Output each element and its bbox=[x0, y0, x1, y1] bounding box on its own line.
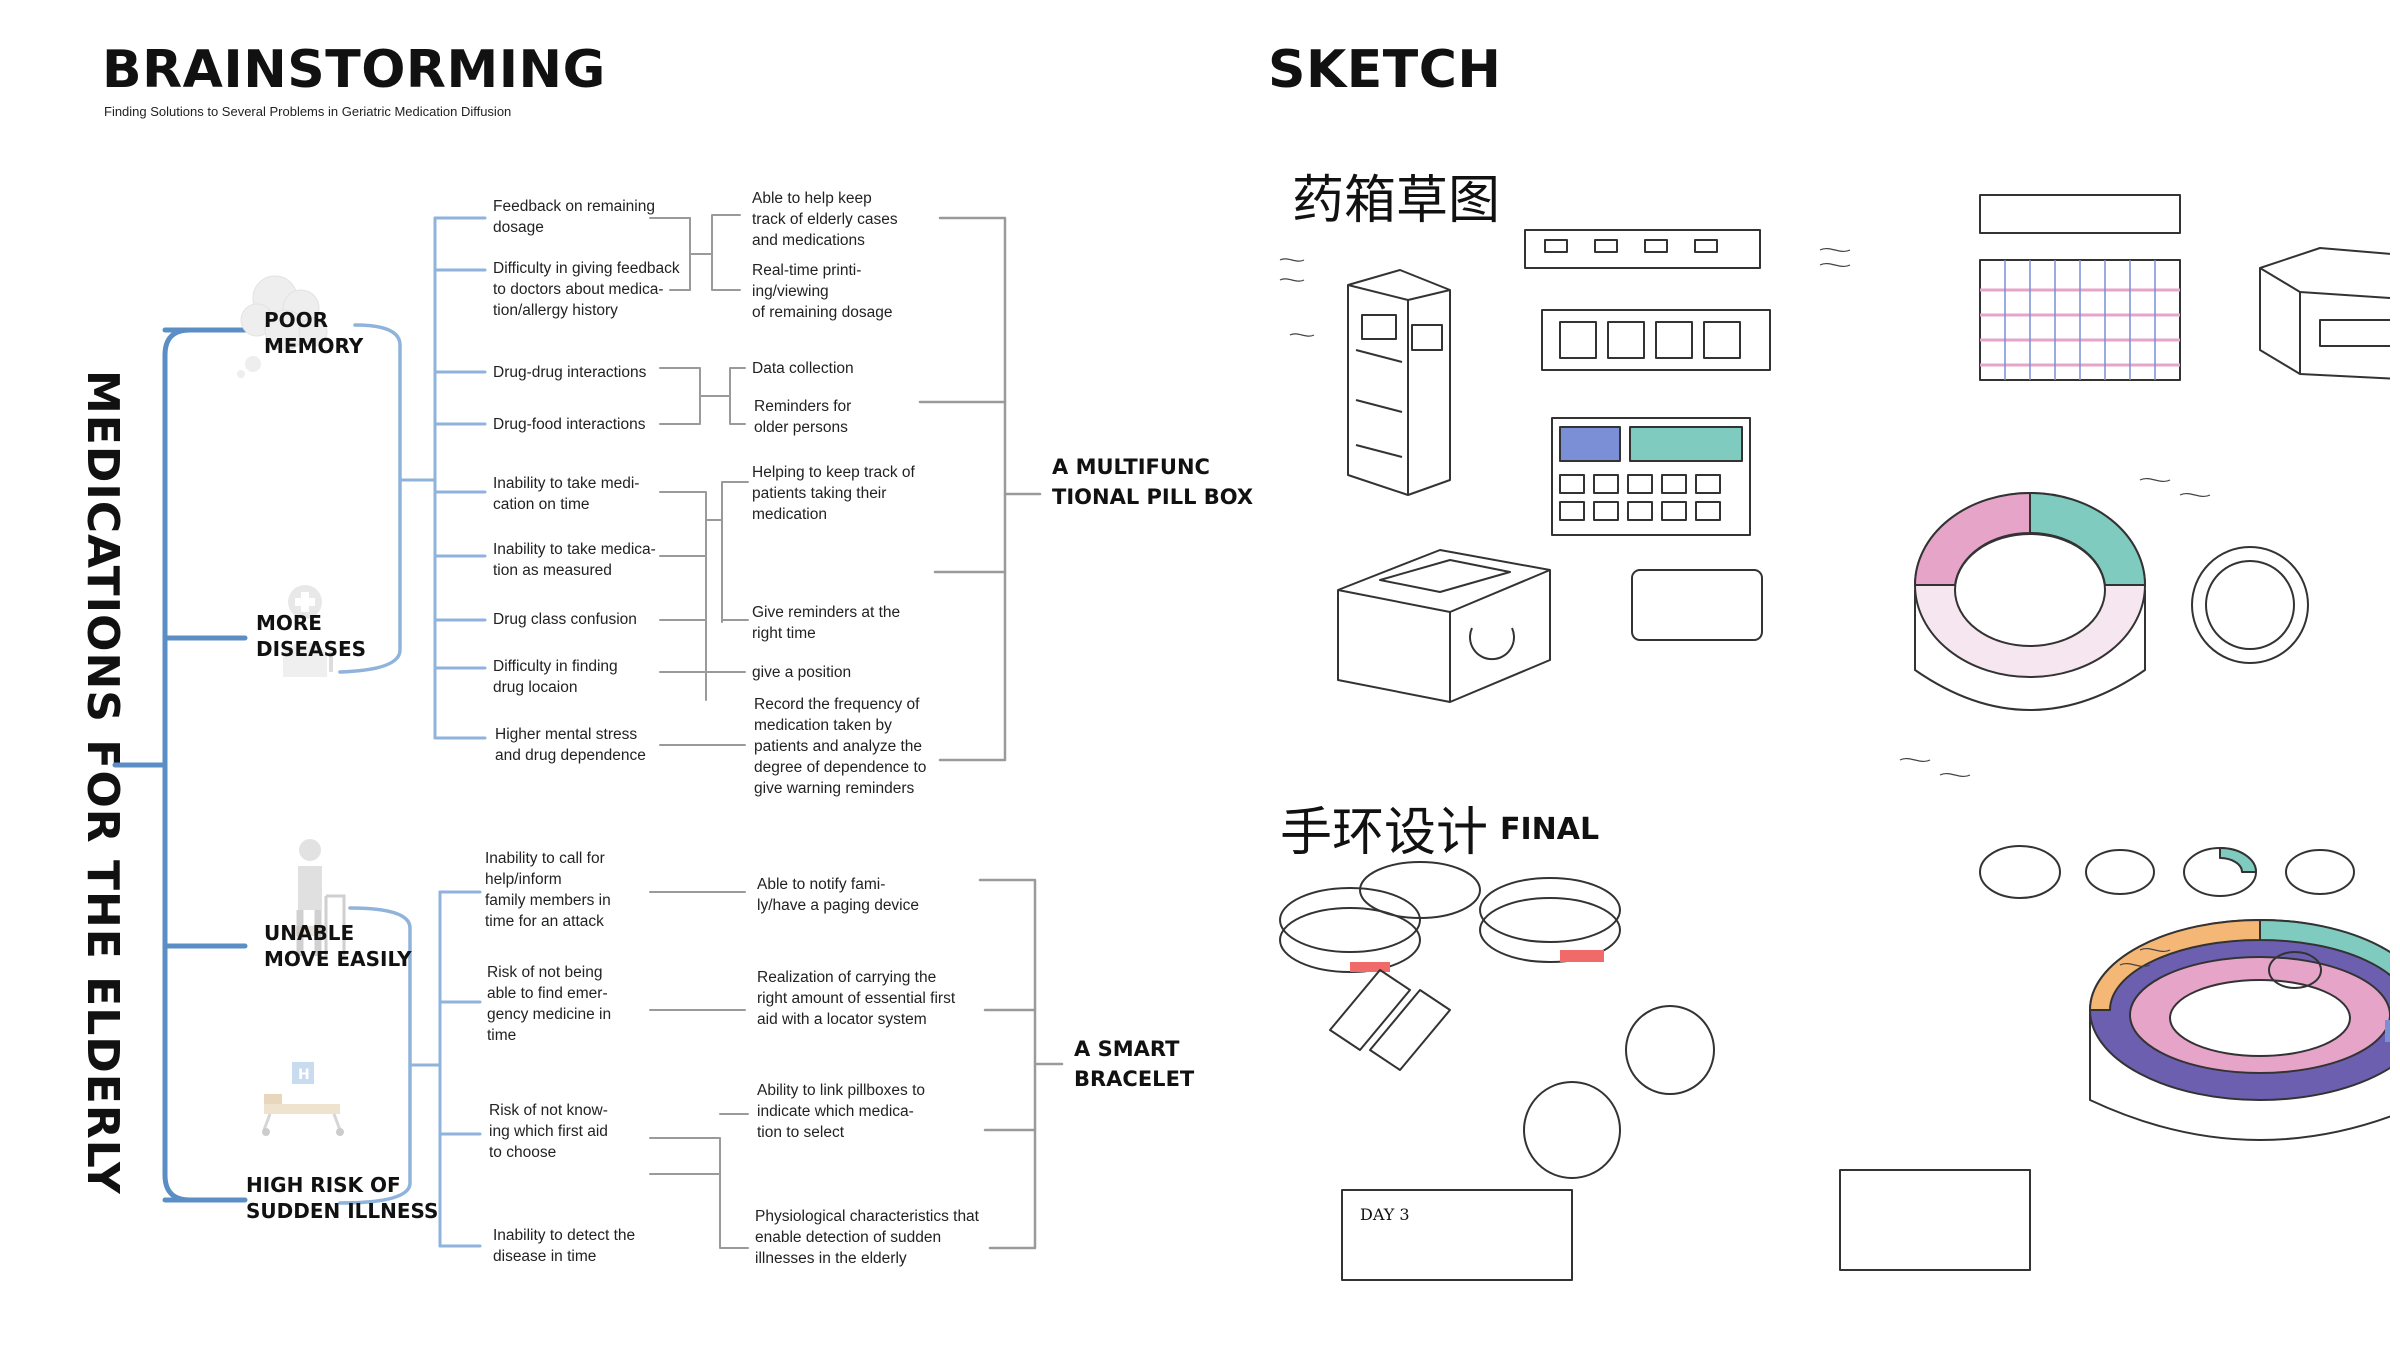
grid-box-sketch bbox=[1551, 417, 1751, 536]
problem-item: Drug class confusion bbox=[493, 611, 637, 628]
solution-item: Able to notify fami- ly/have a paging de… bbox=[757, 876, 920, 914]
category-more-diseases: MORE DISEASES bbox=[256, 611, 367, 661]
problem-item: Feedback on remaining dosage bbox=[493, 198, 655, 236]
root-branch bbox=[112, 327, 193, 1203]
svg-text:H: H bbox=[298, 1067, 310, 1083]
problem-item: Inability to detect the disease in time bbox=[493, 1227, 636, 1265]
drawer-box-sketch bbox=[1337, 549, 1763, 703]
round-pillbox-sketch bbox=[1914, 492, 2309, 711]
solution-item: Helping to keep track of patients taking… bbox=[752, 464, 915, 523]
brainstorm-subtitle: Finding Solutions to Several Problems in… bbox=[104, 104, 512, 119]
elderly-walker-icon bbox=[296, 839, 346, 956]
day-note: DAY 3 bbox=[1360, 1205, 1410, 1224]
problem-item: Inability to call for help/inform family… bbox=[485, 850, 611, 930]
hospital-bed-icon: H bbox=[262, 1062, 344, 1136]
ring-sequence-sketch bbox=[1979, 845, 2355, 989]
cabinet-sketch bbox=[1347, 269, 1451, 496]
solution-item: Physiological characteristics that enabl… bbox=[755, 1208, 979, 1267]
solution-item: Realization of carrying the right amount… bbox=[757, 969, 956, 1028]
solution-item: Able to help keep track of elderly cases… bbox=[752, 190, 898, 249]
sketch-annotation-scribbles bbox=[1279, 247, 2211, 968]
solution-item: Ability to link pillboxes to indicate wh… bbox=[757, 1082, 925, 1141]
solution-item: Record the frequency of medication taken… bbox=[754, 696, 927, 797]
problem-item: Difficulty in giving feedback to doctors… bbox=[493, 260, 680, 319]
tray-sketch bbox=[1524, 229, 1771, 371]
problem-item: Risk of not know- ing which first aid to… bbox=[489, 1102, 608, 1161]
calendar-sketch bbox=[1979, 194, 2181, 381]
hex-box-sketch bbox=[2259, 247, 2390, 380]
category-poor-memory: POOR MEMORY bbox=[264, 308, 364, 358]
cloud-icon bbox=[237, 275, 328, 378]
solution-item: Give reminders at the right time bbox=[752, 604, 901, 642]
solution-item: give a position bbox=[752, 664, 852, 681]
outcome-smart-bracelet: A SMART BRACELET bbox=[1074, 1037, 1195, 1091]
solution-item: Reminders for older persons bbox=[754, 398, 852, 436]
sketch-title: SKETCH bbox=[1268, 40, 1502, 100]
pillbox-sketch-heading: 药箱草图 bbox=[1292, 171, 1501, 231]
bracket-top bbox=[338, 323, 402, 674]
category-unable-move: UNABLE MOVE EASILY bbox=[264, 921, 412, 971]
problem-item: Higher mental stress and drug dependence bbox=[495, 726, 646, 764]
outcome-pill-box: A MULTIFUNC TIONAL PILL BOX bbox=[1052, 455, 1254, 509]
bracelet-sketch-heading: 手环设计 bbox=[1280, 803, 1489, 863]
problem-item: Risk of not being able to find emer- gen… bbox=[487, 964, 612, 1044]
brainstorm-title: BRAINSTORMING bbox=[102, 40, 606, 100]
sketch-drawings bbox=[1279, 194, 2390, 1281]
bracket-bottom bbox=[338, 906, 412, 1205]
bracelet-sketches bbox=[1279, 861, 1715, 1179]
medical-cross-icon bbox=[283, 585, 333, 677]
solution-item: Data collection bbox=[752, 360, 854, 377]
problem-item: Drug-food interactions bbox=[493, 416, 646, 433]
problem-item: Difficulty in finding drug locaion bbox=[493, 658, 618, 696]
problem-item: Drug-drug interactions bbox=[493, 364, 647, 381]
problem-item: Inability to take medi- cation on time bbox=[493, 475, 640, 513]
final-label: FINAL bbox=[1500, 812, 1600, 847]
category-high-risk: HIGH RISK OF SUDDEN ILLNESS bbox=[246, 1173, 439, 1223]
solution-item: Real-time printi- ing/viewing of remaini… bbox=[752, 262, 893, 321]
problem-item: Inability to take medica- tion as measur… bbox=[493, 541, 656, 579]
final-pillbox-sketch bbox=[1839, 919, 2390, 1271]
